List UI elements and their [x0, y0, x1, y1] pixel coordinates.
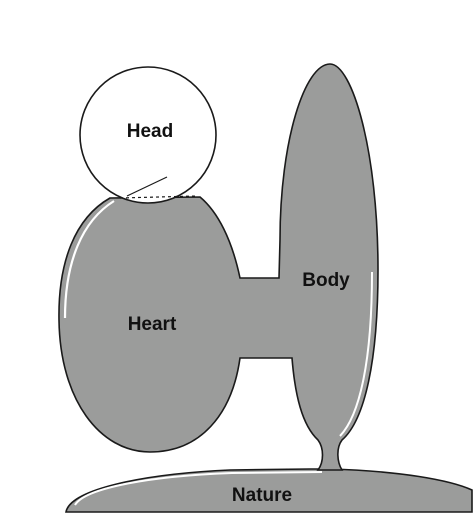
heart-highlight — [63, 200, 115, 319]
heart-label: Heart — [128, 314, 177, 335]
heart-body-shape — [58, 63, 379, 471]
neck-solid-line — [126, 176, 168, 197]
body-label: Body — [302, 270, 350, 291]
nature-label: Nature — [232, 485, 292, 506]
neck-dashed-line — [119, 195, 198, 199]
nature-highlight — [74, 471, 323, 506]
head-circle — [79, 66, 217, 204]
body-highlight — [339, 271, 373, 437]
head-label: Head — [127, 121, 173, 142]
